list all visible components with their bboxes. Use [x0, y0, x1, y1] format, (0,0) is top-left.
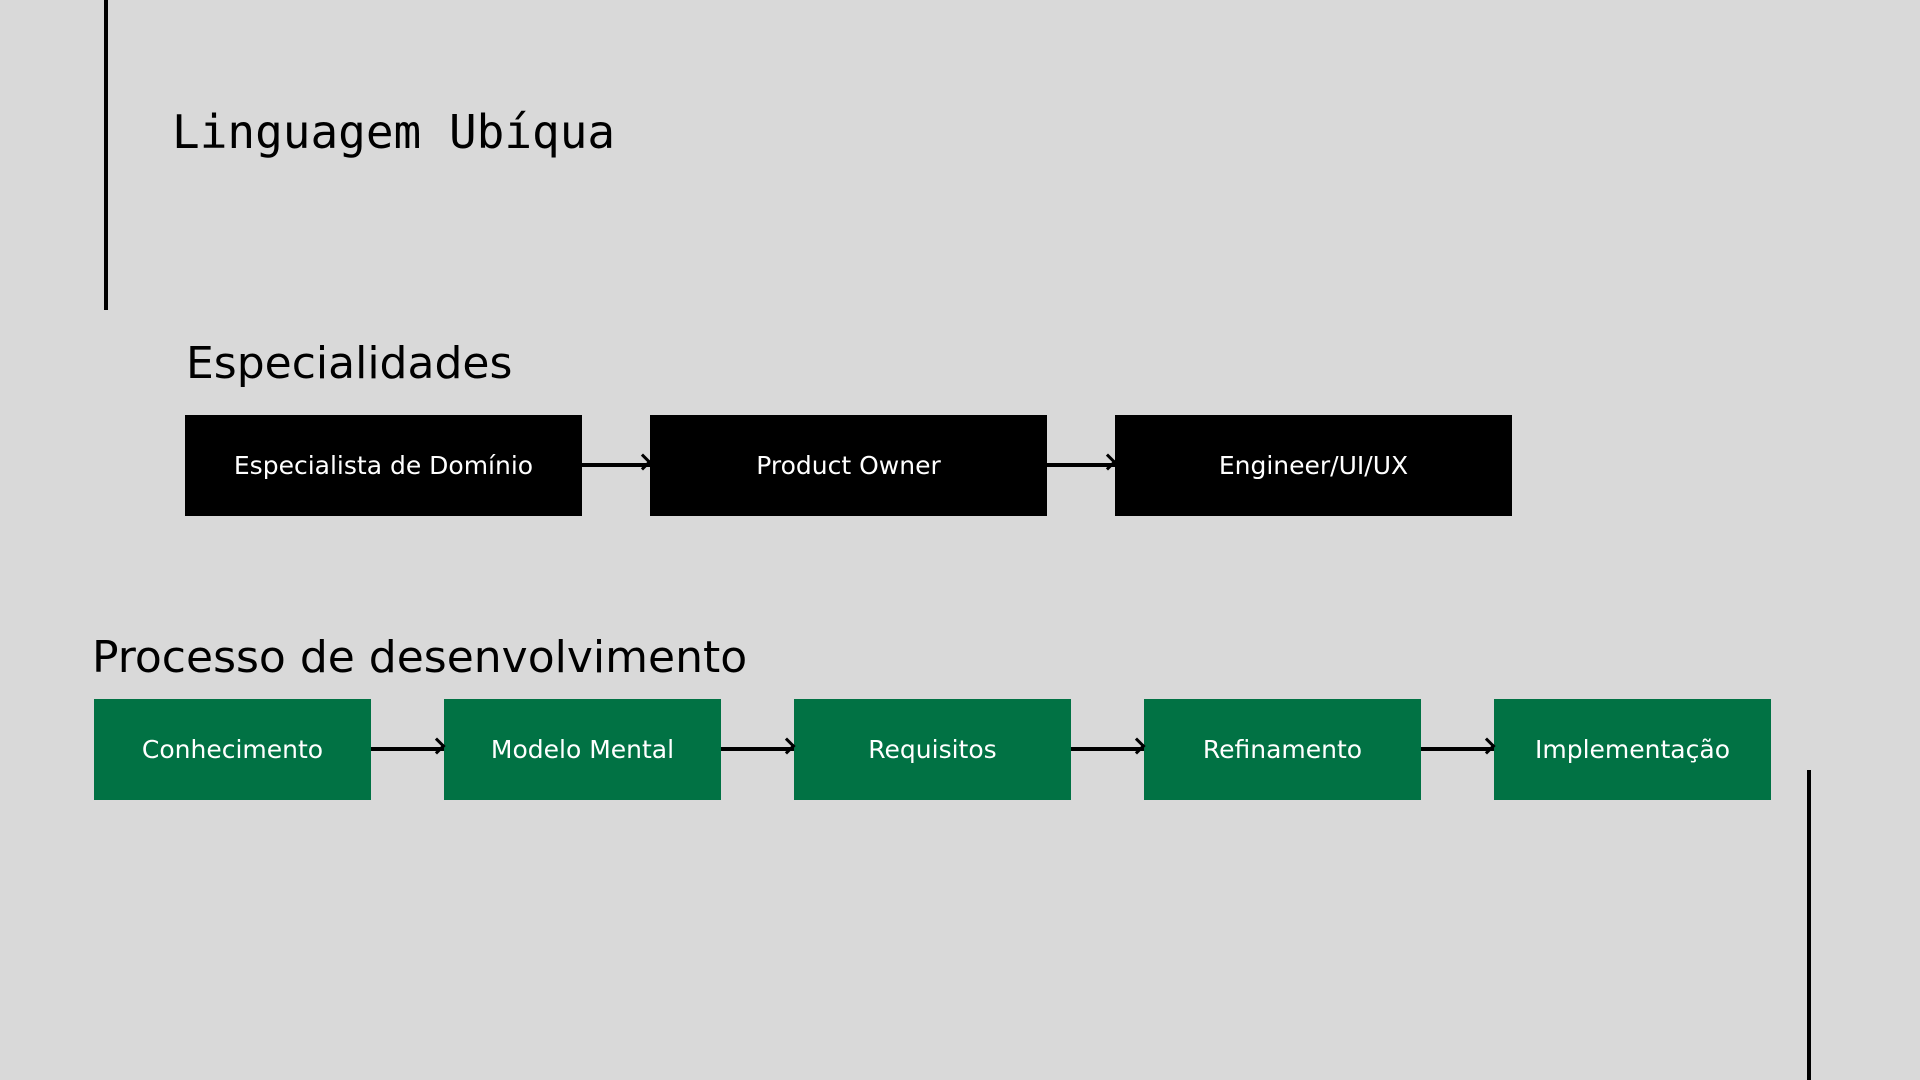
arrow-right-icon: [1071, 747, 1144, 751]
especialidades-step-1: Especialista de Domínio: [185, 414, 582, 516]
especialidades-title: Especialidades: [186, 338, 513, 389]
processo-step-4: Refinamento: [1144, 698, 1421, 800]
right-accent-line: [1807, 770, 1811, 1080]
arrow-right-icon: [582, 463, 650, 467]
left-accent-line: [104, 0, 108, 310]
arrow-right-icon: [1421, 747, 1494, 751]
processo-step-5: Implementação: [1494, 698, 1771, 800]
processo-title: Processo de desenvolvimento: [92, 632, 748, 683]
arrow-right-icon: [371, 747, 444, 751]
processo-step-1: Conhecimento: [94, 698, 371, 800]
arrow-right-icon: [721, 747, 794, 751]
processo-flow: Conhecimento Modelo Mental Requisitos Re…: [94, 698, 1771, 800]
arrow-right-icon: [1047, 463, 1115, 467]
slide-title: Linguagem Ubíqua: [172, 105, 616, 159]
especialidades-step-2: Product Owner: [650, 414, 1047, 516]
processo-step-2: Modelo Mental: [444, 698, 721, 800]
processo-step-3: Requisitos: [794, 698, 1071, 800]
especialidades-step-3: Engineer/UI/UX: [1115, 414, 1512, 516]
especialidades-flow: Especialista de Domínio Product Owner En…: [185, 414, 1512, 516]
